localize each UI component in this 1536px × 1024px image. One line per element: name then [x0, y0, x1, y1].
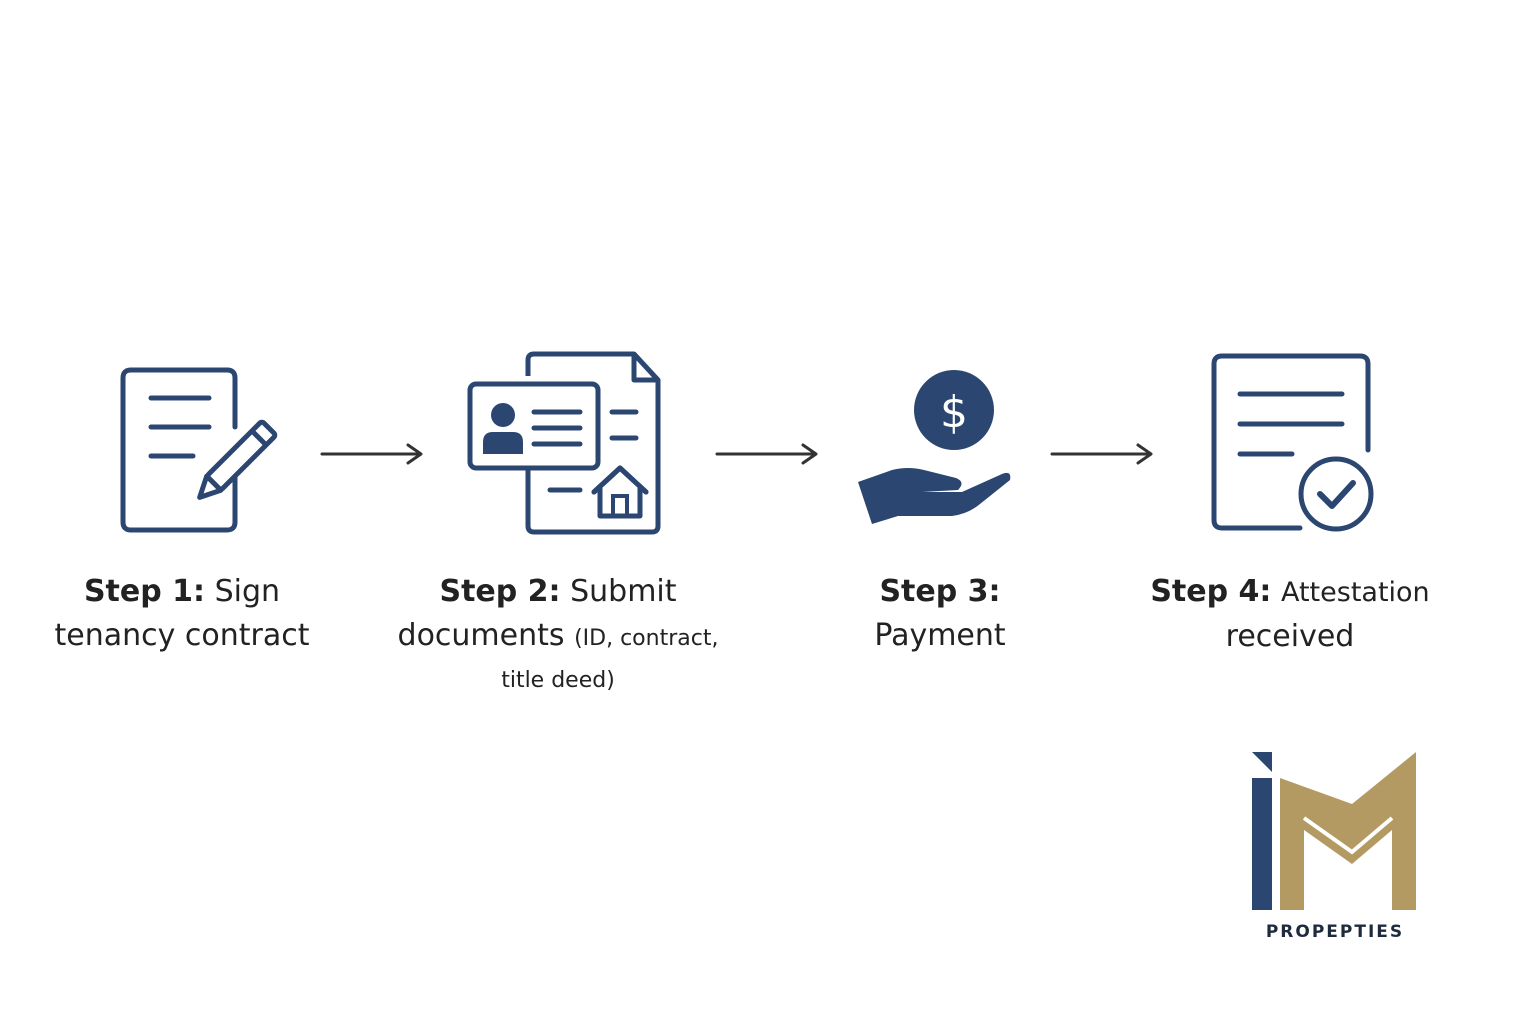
step-2-label: Step 2: Submit documents (ID, contract, …: [380, 570, 736, 701]
step-1-line2: tenancy contract: [54, 618, 310, 653]
step-3-label: Step 3: Payment: [820, 570, 1060, 658]
step-4-text: Attestation: [1280, 577, 1430, 608]
logo-text: PROPEPTIES: [1265, 922, 1405, 942]
hand-payment-icon: $: [852, 364, 1018, 528]
step-3-prefix: Step 3:: [879, 574, 1001, 609]
step-1-text: Sign: [214, 574, 281, 609]
step-2-note2: title deed): [501, 668, 615, 693]
step-4-label: Step 4: Attestation received: [1140, 570, 1440, 659]
svg-text:$: $: [940, 387, 968, 438]
step-2-text: Submit: [570, 574, 677, 609]
document-check-icon: [1208, 350, 1380, 536]
step-4-prefix: Step 4:: [1150, 574, 1272, 609]
id-documents-icon: [466, 350, 666, 536]
step-1-prefix: Step 1:: [83, 574, 206, 609]
flow-arrow-2: [715, 442, 821, 466]
step-1-label: Step 1: Sign tenancy contract: [40, 570, 324, 658]
flow-arrow-3: [1050, 442, 1156, 466]
document-sign-icon: [115, 362, 285, 542]
flow-arrow-1: [320, 442, 426, 466]
company-logo: PROPEPTIES: [1240, 748, 1430, 948]
step-2-note: (ID, contract,: [574, 626, 719, 651]
step-2-prefix: Step 2:: [439, 574, 561, 609]
step-3-line2: Payment: [874, 618, 1006, 653]
step-4-line2: received: [1225, 619, 1355, 654]
step-2-line2: documents: [397, 618, 565, 653]
